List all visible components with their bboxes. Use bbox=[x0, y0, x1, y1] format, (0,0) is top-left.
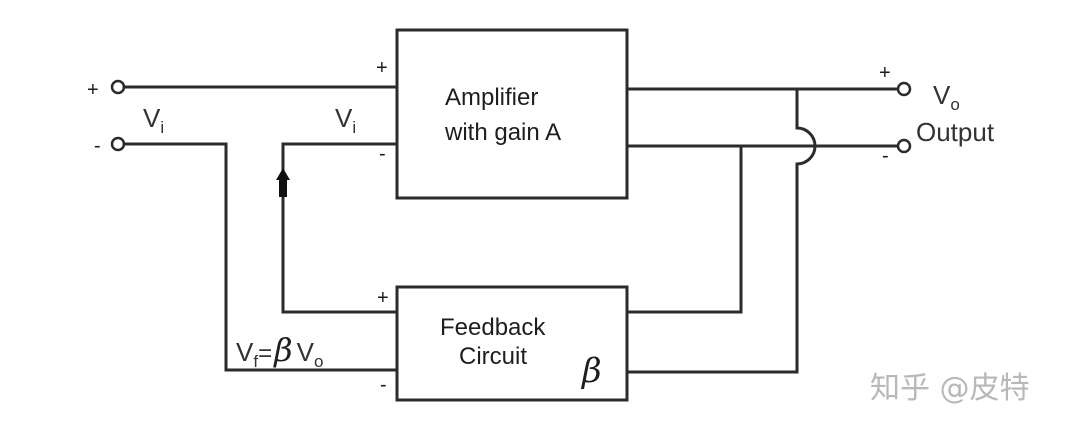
input-voltage-main: V bbox=[143, 103, 161, 133]
amplifier-label-line2: with gain A bbox=[444, 119, 561, 146]
arrow-up-icon bbox=[276, 168, 290, 197]
output-plus-sign: + bbox=[879, 62, 891, 84]
output-voltage-main: V bbox=[933, 80, 951, 110]
output-terminal-plus bbox=[896, 81, 912, 97]
amp-plus-sign: + bbox=[376, 57, 388, 79]
output-voltage-label: Vo bbox=[933, 80, 960, 114]
input-voltage-label: Vi bbox=[143, 103, 164, 137]
wire-input-minus bbox=[122, 142, 399, 372]
amp-minus-sign: - bbox=[379, 143, 386, 165]
fb-minus-sign: - bbox=[380, 374, 387, 396]
equals-sign: = bbox=[258, 340, 272, 367]
input-terminal-plus bbox=[110, 79, 126, 95]
vo-main: V bbox=[297, 337, 315, 367]
amplifier-label-line1: Amplifier bbox=[445, 84, 538, 111]
amp-input-voltage-main: V bbox=[335, 103, 353, 133]
feedback-beta-symbol: β bbox=[580, 351, 602, 391]
amp-input-voltage-label: Vi bbox=[335, 103, 356, 137]
wire-feedback-return bbox=[281, 142, 399, 314]
output-terminal-minus bbox=[896, 138, 912, 154]
feedback-label-line1: Feedback bbox=[440, 314, 546, 341]
amplifier-block bbox=[395, 28, 629, 200]
eq-beta: β bbox=[273, 331, 293, 369]
output-voltage-sub: o bbox=[950, 95, 959, 114]
vf-sub: f bbox=[253, 352, 258, 371]
vo-sub: o bbox=[314, 352, 323, 371]
input-terminal-minus bbox=[110, 136, 126, 152]
input-plus-sign: + bbox=[87, 79, 99, 101]
wire-output-plus-to-feedback bbox=[625, 87, 817, 374]
input-minus-sign: - bbox=[94, 135, 101, 157]
amp-input-voltage-sub: i bbox=[352, 118, 356, 137]
fb-plus-sign: + bbox=[377, 287, 389, 309]
vf-main: V bbox=[236, 337, 254, 367]
output-text-label: Output bbox=[916, 117, 995, 147]
feedback-block bbox=[395, 285, 629, 402]
watermark: 知乎 @皮特 bbox=[870, 371, 1030, 406]
output-minus-sign: - bbox=[882, 145, 889, 167]
wire-output-minus-to-feedback bbox=[625, 144, 743, 314]
input-voltage-sub: i bbox=[160, 118, 164, 137]
feedback-label-line2: Circuit bbox=[459, 343, 527, 370]
